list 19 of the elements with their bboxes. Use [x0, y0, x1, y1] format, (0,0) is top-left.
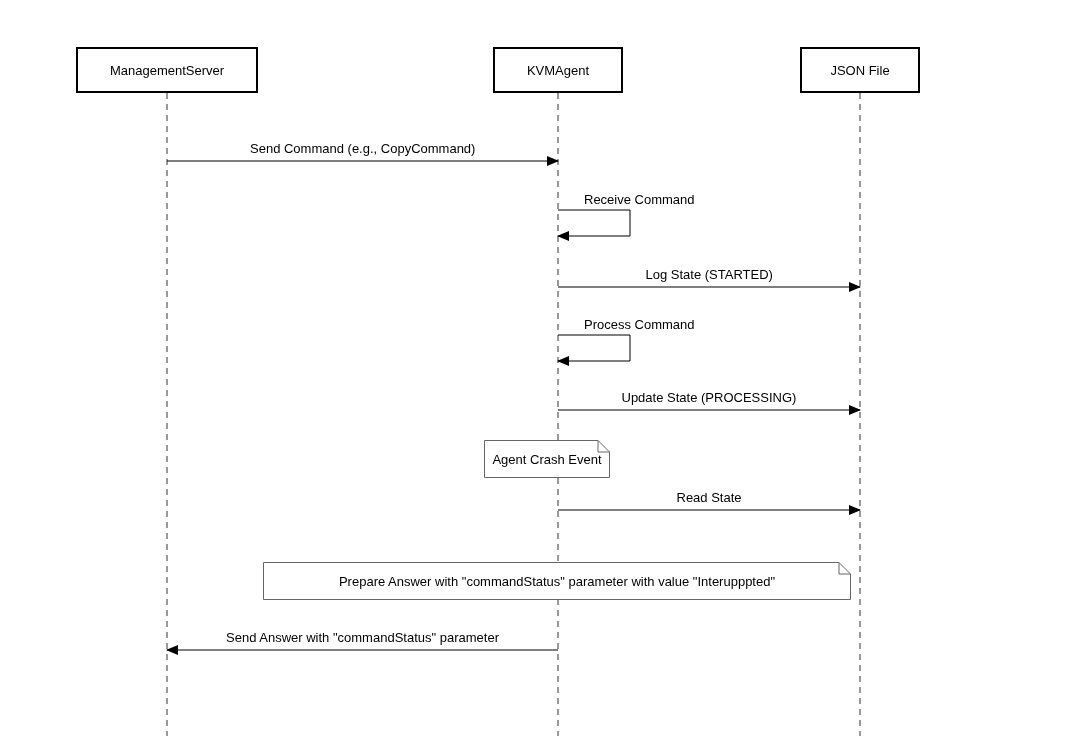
message-arrow [557, 405, 861, 415]
participant-box: JSON File [800, 47, 920, 93]
self-message-arrow [557, 334, 631, 366]
message-label: Send Answer with "commandStatus" parameter [224, 630, 501, 645]
message-label: Update State (PROCESSING) [619, 390, 799, 405]
message-arrow [166, 156, 559, 166]
note-text: Prepare Answer with "commandStatus" parameter with value "Interupppted" [338, 573, 776, 589]
message-label: Process Command [582, 317, 697, 332]
self-message-arrow [557, 209, 631, 241]
message-label: Read State [674, 490, 744, 505]
message-arrow [557, 282, 861, 292]
message-arrow [557, 505, 861, 515]
message-arrow [166, 645, 559, 655]
participant-box: KVMAgent [493, 47, 623, 93]
message-label: Receive Command [582, 192, 697, 207]
message-label: Send Command (e.g., CopyCommand) [248, 141, 478, 156]
message-label: Log State (STARTED) [643, 267, 775, 282]
participant-box: ManagementServer [76, 47, 258, 93]
note-text: Agent Crash Event [492, 451, 602, 467]
